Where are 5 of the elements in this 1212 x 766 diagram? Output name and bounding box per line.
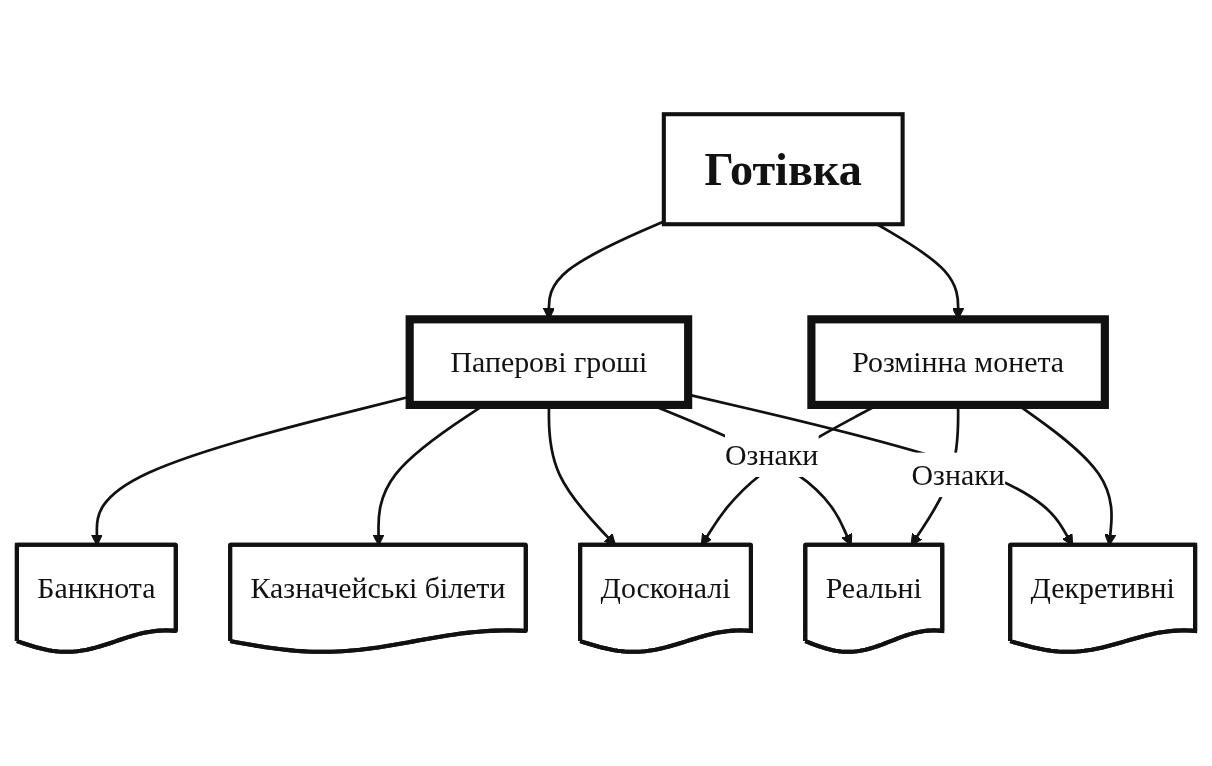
node-box: Розмінна монета: [807, 315, 1109, 409]
node-box: Готівка: [661, 112, 905, 227]
edge-label: Ознаки: [911, 457, 1005, 492]
edge-label: Ознаки: [725, 437, 819, 472]
node-box: Паперові гроші: [405, 315, 693, 409]
